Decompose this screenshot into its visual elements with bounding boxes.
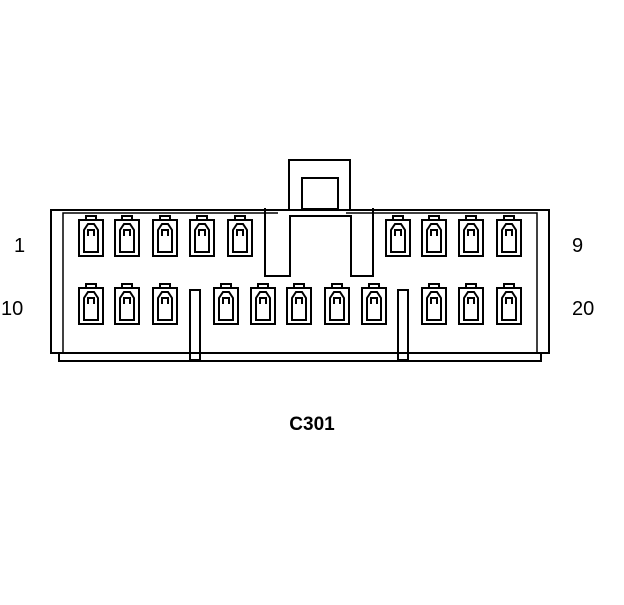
pin-20-label: 20 <box>572 298 595 320</box>
connector-base <box>58 353 542 362</box>
connector-housing <box>50 209 550 354</box>
terminal-cavity <box>286 283 312 325</box>
terminal-cavity <box>250 283 276 325</box>
terminal-cavity <box>114 283 140 325</box>
latch-housing <box>288 159 351 210</box>
terminal-cavity <box>213 283 239 325</box>
terminal-cavity <box>496 215 522 257</box>
terminal-cavity <box>78 215 104 257</box>
terminal-cavity <box>189 215 215 257</box>
pin-10-label: 10 <box>1 298 24 320</box>
terminal-cavity <box>458 215 484 257</box>
terminal-cavity <box>78 283 104 325</box>
terminal-cavity <box>421 215 447 257</box>
terminal-cavity <box>227 215 253 257</box>
terminal-cavity <box>152 215 178 257</box>
connector-id-label: C301 <box>289 414 335 435</box>
bottom-pin-row <box>78 283 522 325</box>
pin-1-label: 1 <box>14 235 26 257</box>
terminal-cavity <box>324 283 350 325</box>
top-pin-row <box>78 215 522 257</box>
terminal-cavity <box>152 283 178 325</box>
terminal-cavity <box>385 215 411 257</box>
latch-channel <box>264 208 374 277</box>
terminal-cavity <box>496 283 522 325</box>
pin-9-label: 9 <box>572 235 584 257</box>
terminal-cavity <box>361 283 387 325</box>
terminal-cavity <box>114 215 140 257</box>
row-divider-right <box>397 289 409 361</box>
row-divider-left <box>189 289 201 361</box>
terminal-cavity <box>458 283 484 325</box>
latch-button <box>301 177 339 210</box>
terminal-cavity <box>421 283 447 325</box>
housing-inner-wall <box>62 212 538 353</box>
